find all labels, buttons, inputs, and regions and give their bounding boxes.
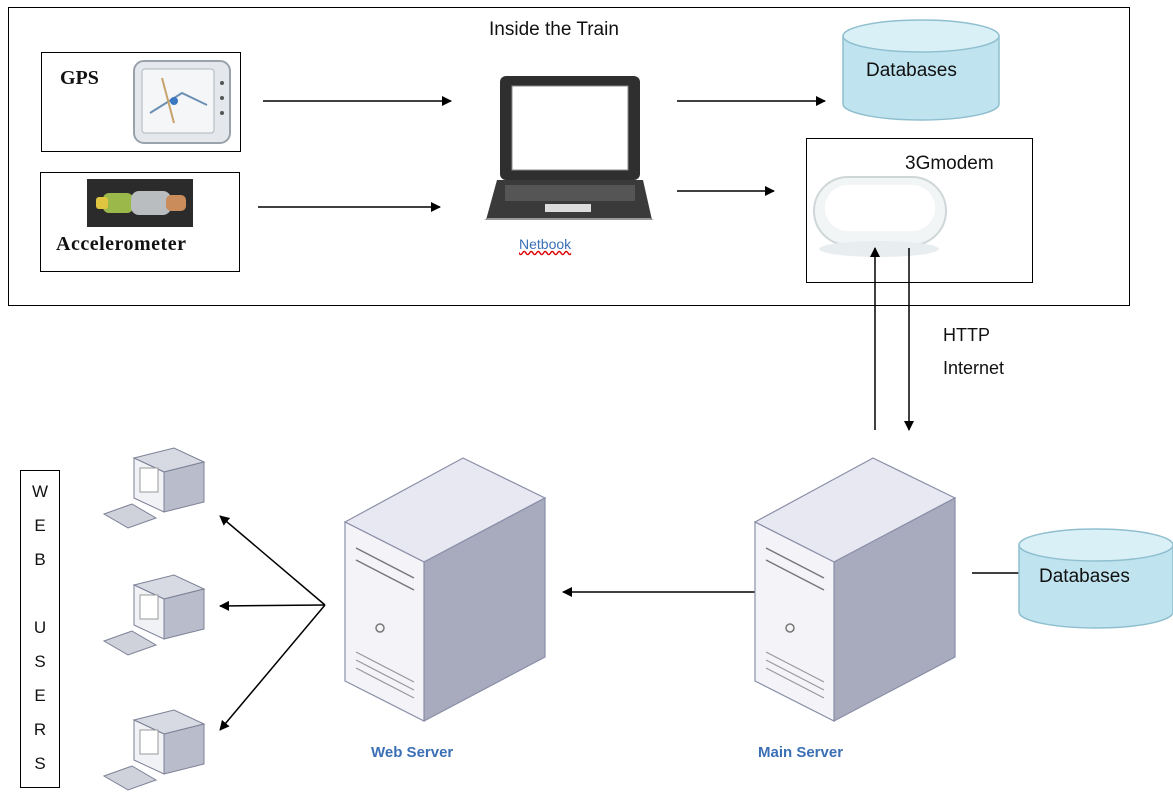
accelerometer-label: Accelerometer	[56, 233, 187, 255]
web-users-letter: S	[34, 754, 46, 773]
http-label: HTTP	[943, 325, 990, 345]
server-database-label: Databases	[1039, 566, 1130, 587]
computer-icon	[102, 447, 206, 529]
web-users-letter: E	[34, 516, 46, 535]
accelerometer-icon	[87, 179, 193, 227]
modem-box: 3Gmodem	[806, 138, 1033, 283]
main-server-label: Main Server	[758, 744, 844, 761]
train-title: Inside the Train	[489, 19, 619, 40]
netbook-label: Netbook	[519, 236, 572, 252]
web-users-letter: E	[34, 686, 46, 705]
web-users-letter	[21, 577, 59, 611]
internet-label: Internet	[943, 358, 1005, 378]
train-database-label: Databases	[866, 60, 957, 81]
web-users-letter: S	[34, 652, 46, 671]
web-users-box: W E B U S E R S	[20, 470, 60, 788]
web-users-letter: B	[34, 550, 46, 569]
web-server-label: Web Server	[371, 744, 454, 761]
web-users-letter: W	[31, 482, 49, 501]
computer-icon	[102, 574, 206, 656]
modem-icon	[813, 176, 947, 257]
modem-label: 3Gmodem	[905, 153, 994, 174]
gps-label: GPS	[60, 67, 99, 89]
gps-device-icon	[133, 60, 231, 144]
web-users-letter: R	[33, 720, 47, 739]
accelerometer-box: Accelerometer	[40, 172, 240, 272]
computer-icon	[102, 709, 206, 791]
web-users-letter: U	[33, 618, 47, 637]
gps-box: GPS	[41, 52, 241, 152]
